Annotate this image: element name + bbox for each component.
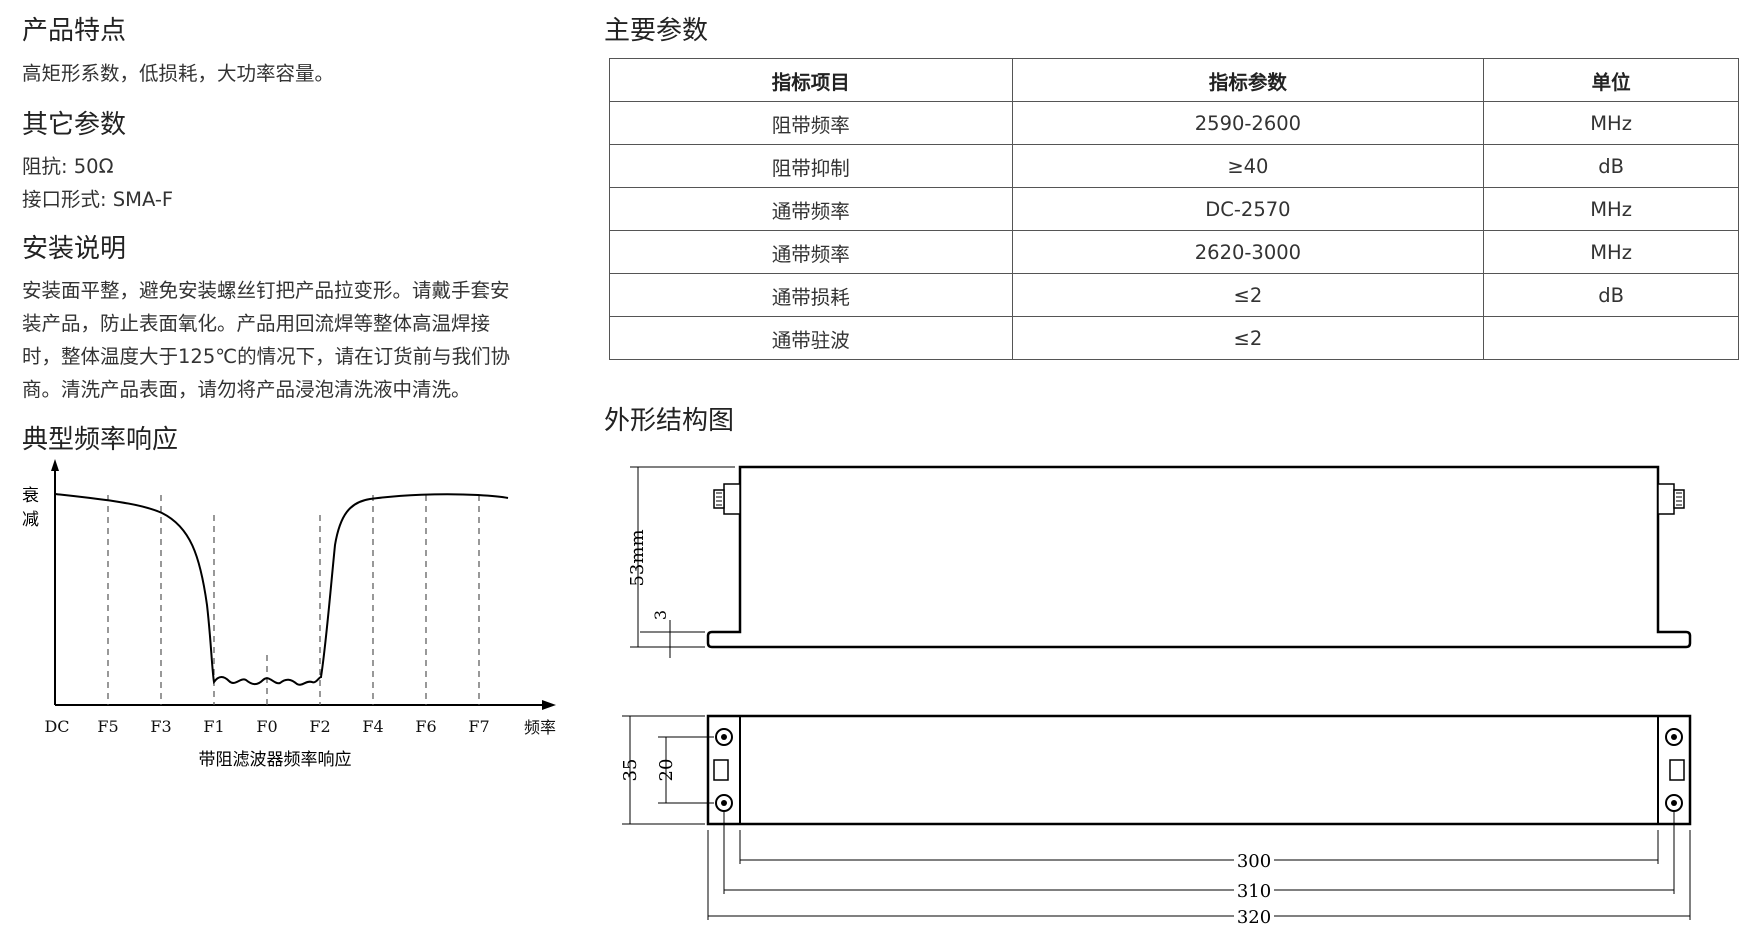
table-cell: dB — [1483, 144, 1739, 188]
table-cell: dB — [1483, 273, 1739, 317]
features-text: 高矩形系数，低损耗，大功率容量。 — [22, 62, 335, 85]
response-title: 典型频率响应 — [22, 425, 179, 455]
table-cell: 阻带频率 — [609, 101, 1013, 145]
side-connector-right — [1657, 483, 1675, 515]
table-cell: 2590-2600 — [1011, 101, 1485, 145]
table-row: 通带驻波 ≤2 — [609, 316, 1739, 360]
table-cell: 2620-3000 — [1011, 230, 1485, 274]
xtick-label: F5 — [97, 717, 118, 736]
dim-flange-label: 3 — [651, 610, 670, 620]
outline-drawing: 53mm 3 35 20 — [620, 465, 1692, 928]
x-axis-arrow — [542, 700, 556, 710]
main-params-title: 主要参数 — [604, 16, 709, 46]
table-cell: MHz — [1483, 230, 1739, 274]
xtick-label: F2 — [309, 717, 330, 736]
dim-height-label: 53mm — [627, 529, 648, 586]
response-curve — [54, 493, 509, 686]
xaxis-label: 频率 — [524, 718, 556, 737]
table-row: 通带频率 DC-2570 MHz — [609, 187, 1739, 231]
top-view: 35 20 300 310 320 — [620, 714, 1692, 928]
ylabel-char: 衰 — [22, 486, 39, 506]
table-cell: 通带频率 — [609, 187, 1013, 231]
diagram-caption: 带阻滤波器频率响应 — [199, 750, 352, 770]
install-line: 装产品，防止表面氧化。产品用回流焊等整体高温焊接 — [22, 312, 491, 335]
frequency-response-diagram: 衰 减 DC F5 F3 F1 F0 F2 F4 F6 F7 频率 带阻滤波器频… — [22, 459, 556, 770]
table-row: 通带频率 2620-3000 MHz — [609, 230, 1739, 274]
xtick-label: F3 — [150, 717, 171, 736]
xtick-label: F6 — [415, 717, 436, 736]
xtick-label: F4 — [362, 717, 383, 736]
install-line: 时，整体温度大于125℃的情况下，请在订货前与我们协 — [22, 345, 511, 368]
table-cell: MHz — [1483, 187, 1739, 231]
table-cell: DC-2570 — [1011, 187, 1485, 231]
side-body — [706, 465, 1692, 649]
impedance-text: 阻抗: 50Ω — [22, 155, 114, 178]
table-cell: ≥40 — [1011, 144, 1485, 188]
features-title: 产品特点 — [22, 16, 127, 46]
xtick-label: F0 — [256, 717, 277, 736]
top-body — [706, 714, 1692, 826]
dim-width-label: 35 — [620, 759, 641, 782]
xtick-label: F7 — [468, 717, 489, 736]
dim-310-label: 310 — [1237, 881, 1271, 902]
outline-title: 外形结构图 — [604, 406, 735, 436]
column-header: 单位 — [1483, 58, 1739, 102]
other-params-title: 其它参数 — [22, 110, 127, 140]
dim-300-label: 300 — [1237, 851, 1271, 872]
xtick-label: F1 — [203, 717, 224, 736]
ylabel-char: 减 — [22, 510, 39, 530]
side-connector-left — [723, 483, 741, 515]
spec-table: 指标项目 指标参数 单位 阻带频率 2590-2600 MHz 阻带抑制 ≥40… — [609, 58, 1739, 360]
table-row: 阻带抑制 ≥40 dB — [609, 144, 1739, 188]
table-cell: 阻带抑制 — [609, 144, 1013, 188]
table-cell: ≤2 — [1011, 316, 1485, 360]
dim-hole-spacing-label: 20 — [656, 759, 677, 782]
column-header: 指标项目 — [609, 58, 1013, 102]
table-row: 阻带频率 2590-2600 MHz — [609, 101, 1739, 145]
dim-320-label: 320 — [1237, 907, 1271, 928]
install-title: 安装说明 — [22, 234, 127, 264]
install-line: 安装面平整，避免安装螺丝钉把产品拉变形。请戴手套安 — [22, 279, 510, 302]
column-header: 指标参数 — [1011, 58, 1485, 102]
table-cell — [1483, 316, 1739, 360]
install-line: 商。清洗产品表面，请勿将产品浸泡清洗液中清洗。 — [22, 378, 471, 401]
table-cell: 通带频率 — [609, 230, 1013, 274]
y-axis-arrow — [51, 459, 59, 471]
table-cell: 通带驻波 — [609, 316, 1013, 360]
connector-text: 接口形式: SMA-F — [22, 188, 174, 211]
table-cell: 通带损耗 — [609, 273, 1013, 317]
table-cell: ≤2 — [1011, 273, 1485, 317]
side-view: 53mm 3 — [627, 465, 1692, 658]
table-cell: MHz — [1483, 101, 1739, 145]
xtick-label: DC — [44, 717, 69, 736]
top-connector-left — [713, 759, 729, 781]
table-row: 通带损耗 ≤2 dB — [609, 273, 1739, 317]
table-header-row: 指标项目 指标参数 单位 — [609, 58, 1739, 102]
top-connector-right — [1669, 759, 1685, 781]
